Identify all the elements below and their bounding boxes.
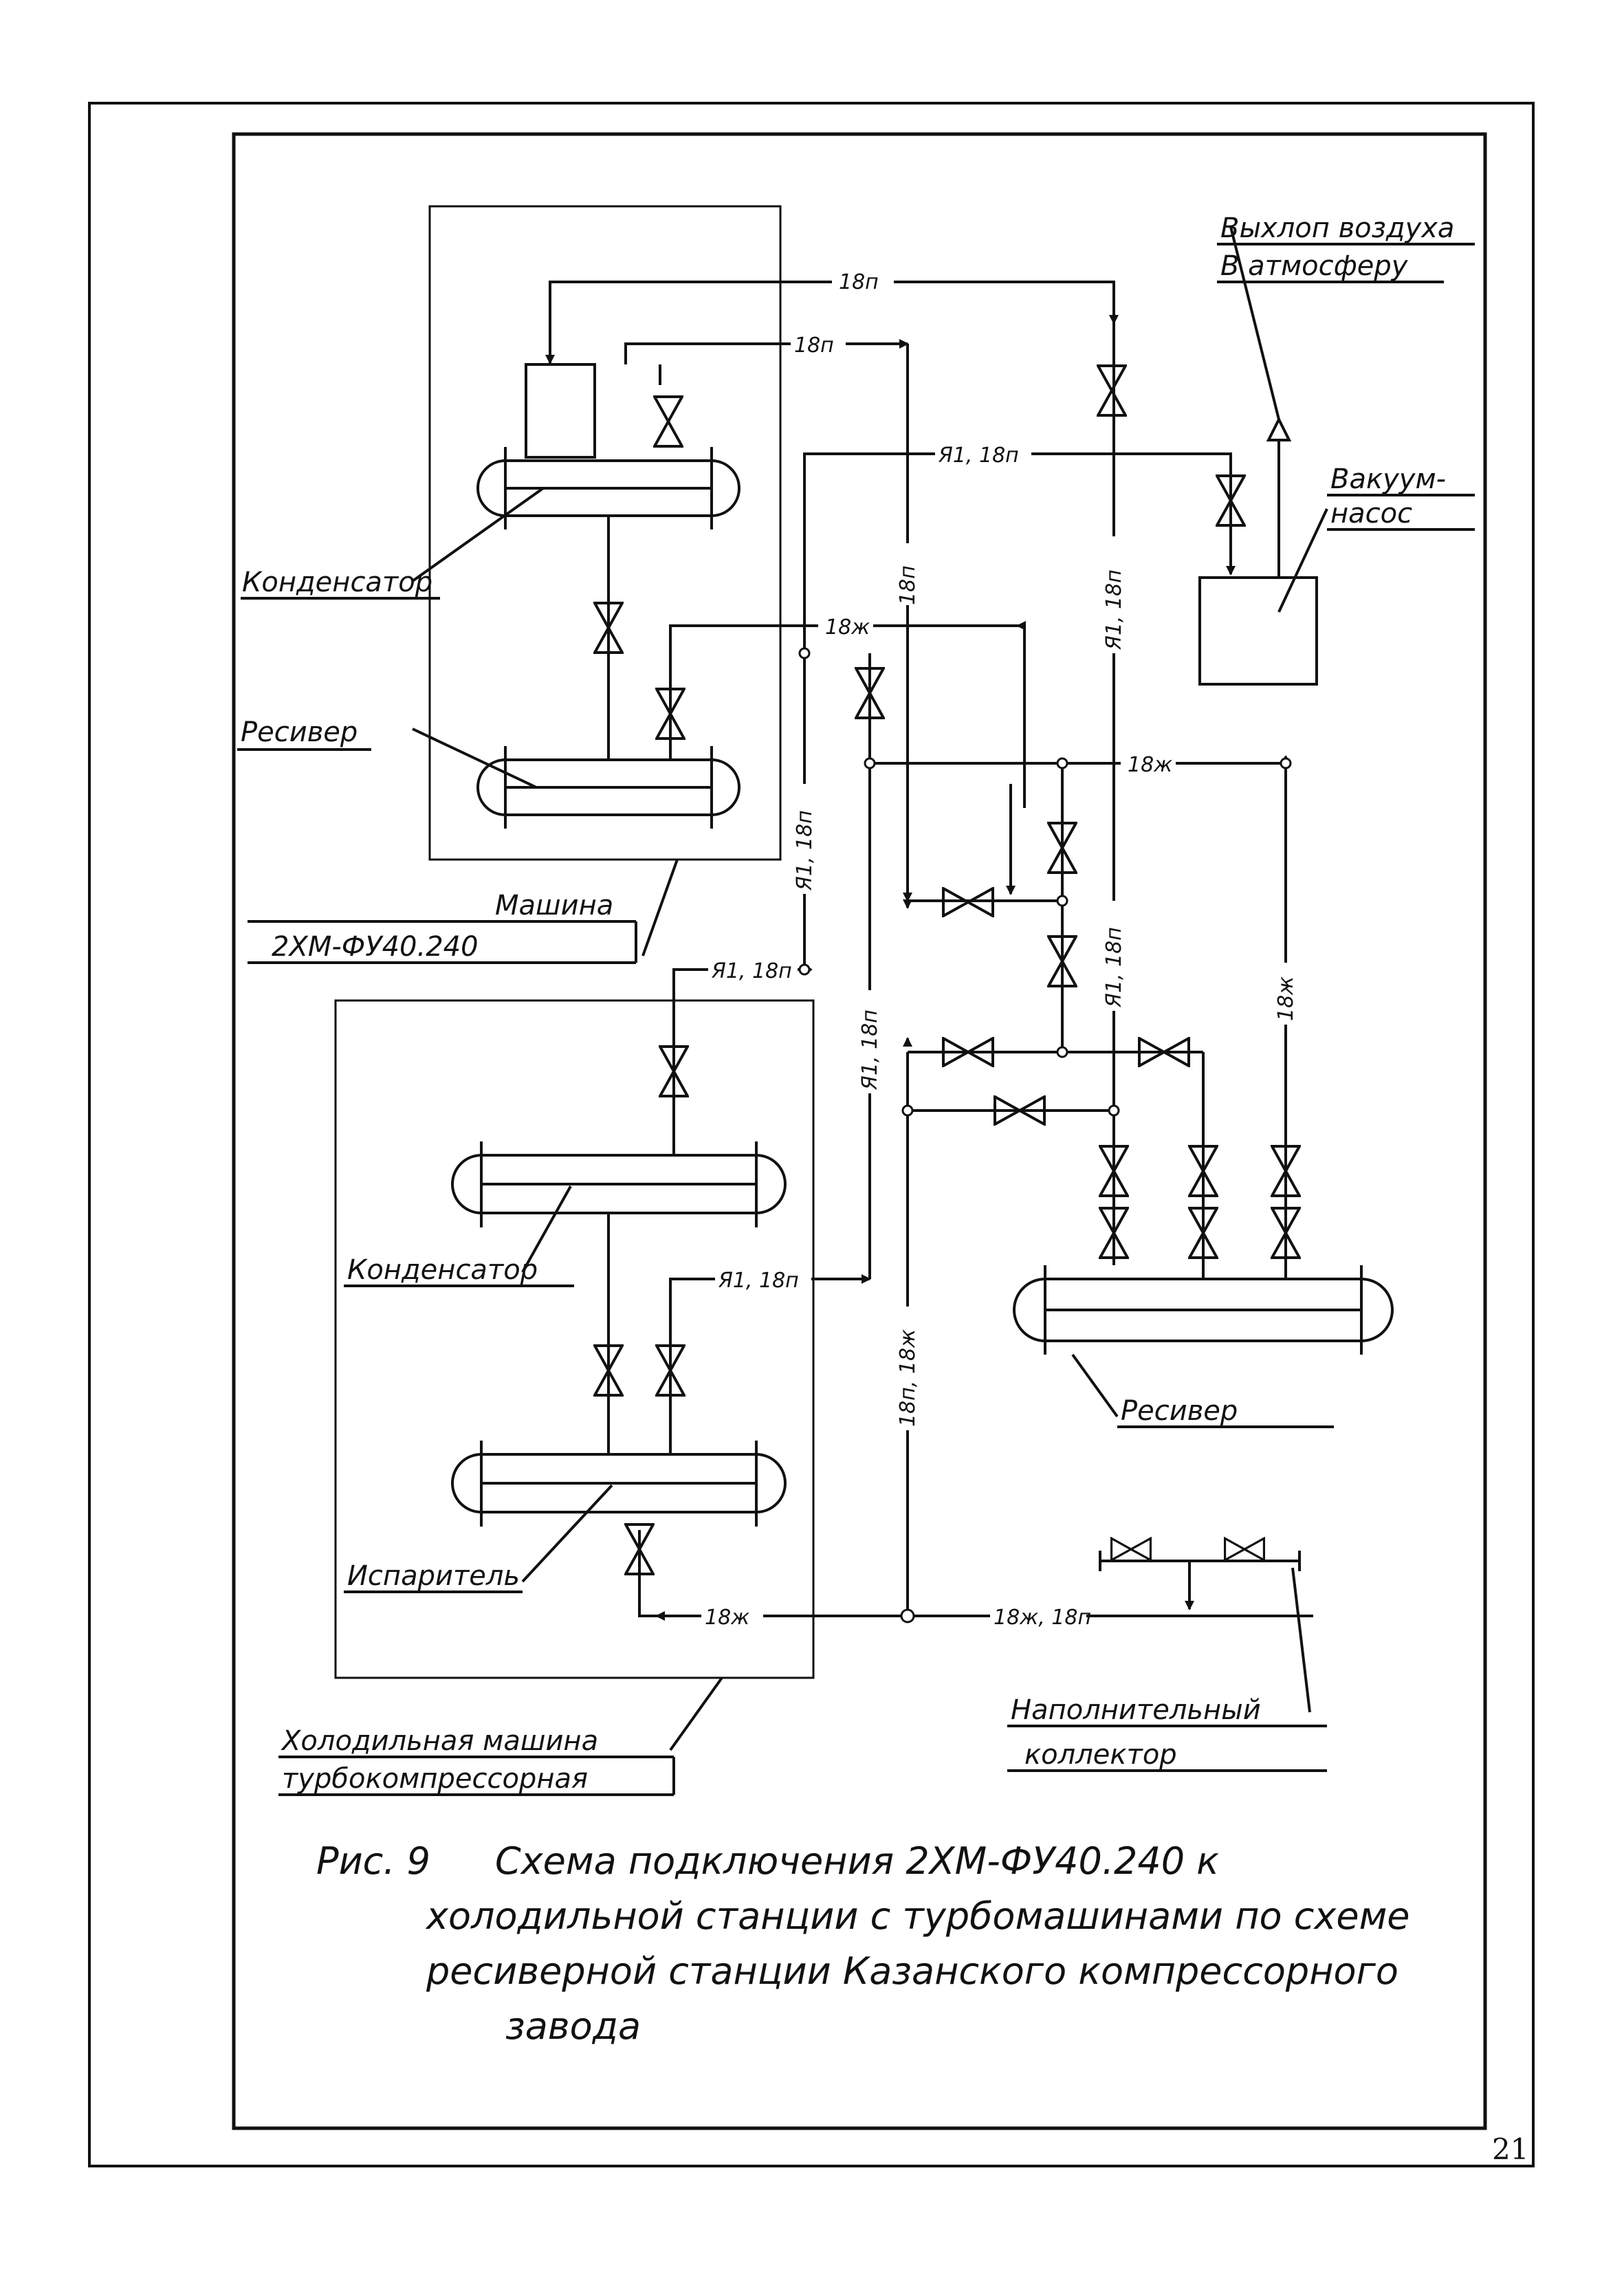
caption-line-4: завода [505,2004,641,2048]
collector-label-2: коллектор [1024,1739,1177,1771]
top-receiver-label: Ресивер [241,717,358,748]
top-condenser-label: Конденсатор [242,567,432,598]
caption-line-2: холодильной станции с турбомашинами по с… [425,1894,1410,1938]
pipe-label: 18п [896,565,920,605]
pipe-label: 18п, 18ж [896,1329,920,1427]
junctions [798,647,1292,1623]
pipe-label: Я1, 18п [718,1269,799,1293]
exhaust-vent-icon [1266,416,1292,441]
station-receiver-vessel [1013,1265,1394,1355]
pipe-label: 18п [839,270,879,294]
caption-line-1: Схема подключения 2ХМ-ФУ40.240 к [495,1839,1219,1883]
component-labels: Конденсатор Ресивер Машина 2ХМ-ФУ40.240 … [241,212,1454,1795]
page-frame [88,102,1535,2167]
figure-caption: Рис. 9 Схема подключения 2ХМ-ФУ40.240 к … [316,1839,1410,2048]
caption-line-3: ресиверной станции Казанского компрессор… [426,1949,1398,1993]
top-receiver-vessel [476,746,740,829]
pipe-labels: 18п 18п Я1, 18п 18п Я1, 18п 18ж Я1, 18п … [705,270,1298,1630]
turbo-machine-boundary [334,999,815,1679]
pipe-label: Я1, 18п [858,1009,882,1091]
pipe-label: Я1, 18п [1102,927,1126,1008]
top-condenser-vessel [476,363,740,529]
pipe-label: Я1, 18п [1102,569,1126,651]
pipe-label: 18п [794,334,834,358]
pipe-label: 18ж [1128,753,1172,777]
pipe-label: Я1, 18п [938,444,1019,468]
page-number: 21 [1492,2132,1528,2166]
figure-number: Рис. 9 [316,1839,430,1883]
pipe-label: Я1, 18п [793,810,817,891]
vacuum-pump-label-2: насос [1330,498,1412,529]
exhaust-label-1: Выхлоп воздуха [1220,212,1454,244]
station-receiver-label: Ресивер [1121,1395,1238,1427]
collector-label-1: Наполнительный [1011,1694,1261,1726]
pipe-label: Я1, 18п [711,959,792,983]
evaporator-label: Испаритель [347,1560,520,1592]
evaporator-vessel [451,1441,787,1527]
turbo-condenser-label: Конденсатор [347,1254,538,1286]
vacuum-pump-label-1: Вакуум- [1330,463,1446,495]
pipe-label: 18ж [825,615,870,639]
pipe-label: 18ж [705,1606,749,1630]
machine-top-label-2: 2ХМ-ФУ40.240 [272,931,479,963]
machine-top-label-1: Машина [495,890,613,921]
pipe-label: 18ж [1274,976,1298,1021]
machine-top-boundary [428,205,782,861]
vacuum-pump-box [1198,576,1318,686]
pipe-label: 18ж, 18п [994,1606,1091,1630]
exhaust-label-2: В атмосферу [1220,250,1409,282]
turbo-machine-label-1: Холодильная машина [281,1725,598,1757]
turbo-condenser-vessel [451,1141,787,1227]
turbo-machine-label-2: турбокомпрессорная [282,1763,588,1795]
